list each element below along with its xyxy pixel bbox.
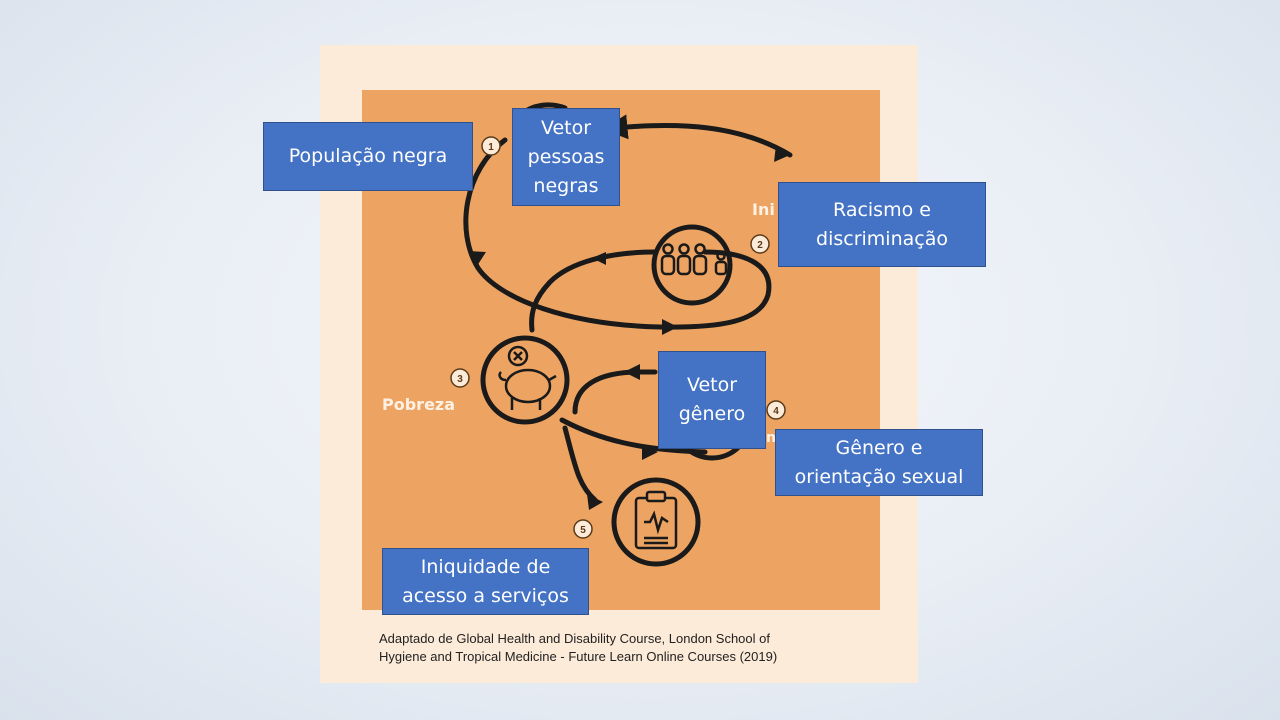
left-loop-path [463,137,772,330]
gender-loop-path [572,369,658,415]
iniquidade-fragment-text: Ini [752,200,775,219]
arrow-top-right [774,145,790,162]
label-genero-orientacao: Gênero e orientação sexual [775,429,983,496]
piggy-bank-icon [498,345,557,410]
label-populacao-negra-text: População negra [288,145,448,167]
label-populacao-negra: População negra [263,122,473,191]
label-racismo: Racismo e discriminação [778,182,986,267]
label-vetor-genero: Vetor gênero [658,351,766,449]
caption-line-2: Hygiene and Tropical Medicine - Future L… [379,649,778,664]
step-number-4: 4 [773,406,779,417]
step-number-5: 5 [580,525,586,536]
label-vetor-pessoas-negras: Vetor pessoas negras [512,108,620,206]
upper-return-path [529,249,658,333]
to-services-path [562,425,598,503]
label-genero-orientacao-text: Gênero e orientação sexual [794,436,964,488]
step-number-1: 1 [488,142,494,153]
label-vetor-genero-text: Vetor gênero [678,374,746,425]
label-iniquidade: Iniquidade de acesso a serviços [382,548,589,615]
clipboard-heart-icon [634,490,678,550]
step-number-3: 3 [457,374,463,385]
arrow-upper-left [592,252,606,265]
source-caption: Adaptado de Global Health and Disability… [379,630,899,666]
step-4-fragment-text: n [766,430,776,446]
arrow-services [587,494,603,510]
circle-2 [651,224,733,306]
to-gender-path [559,417,708,455]
label-racismo-text: Racismo e discriminação [816,198,948,250]
arrow-gender-right [642,444,658,460]
circle-3 [480,335,570,425]
label-iniquidade-text: Iniquidade de acesso a serviços [402,555,569,607]
arrow-mid-right [662,319,678,335]
pobreza-text: Pobreza [382,395,456,414]
label-vetor-pessoas-negras-text: Vetor pessoas negras [527,116,605,197]
arrow-left-down [468,251,486,266]
step-number-2: 2 [757,240,763,251]
three-people-icon [660,243,728,276]
arrow-gender-left [624,364,640,380]
caption-line-1: Adaptado de Global Health and Disability… [379,631,770,646]
step-badges [450,136,786,539]
top-arrow-path [602,114,793,158]
circle-5 [611,477,701,567]
